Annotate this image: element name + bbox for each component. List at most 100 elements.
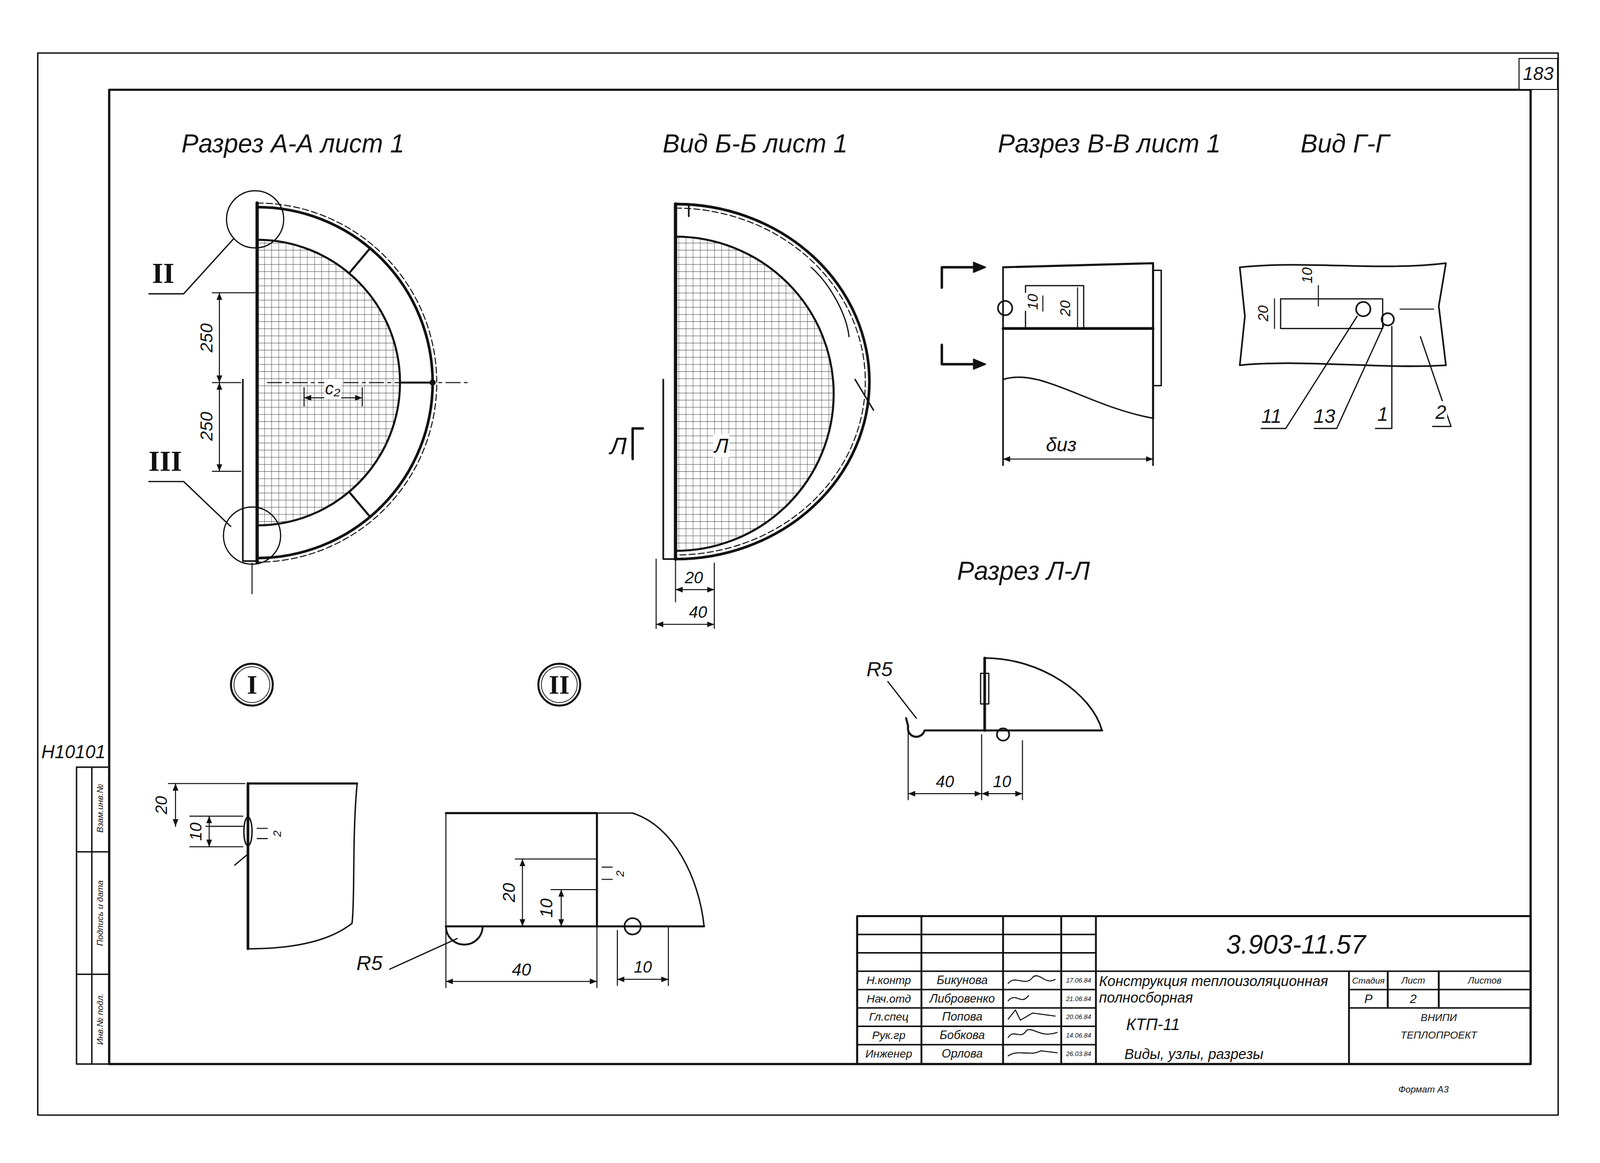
drawing-label: 40 [934,772,955,792]
drawing-label: Л [713,434,730,458]
section-l-l-part [908,793,982,795]
detail-one-part [256,828,267,839]
detail-circle: I [229,662,275,708]
detail-circle: II [536,662,582,708]
drawing-label: Формат А3 [1397,1084,1450,1096]
drawing-label: 10 [1024,292,1042,311]
drawing-label: 20 [499,882,520,904]
drawing-label: Л [608,431,628,460]
view-b-b-part [811,267,850,337]
drawing-label: 2 [1434,400,1448,424]
section-l-l-part [887,681,917,719]
drawing-label: R5 [355,951,384,976]
detail-one [168,783,358,950]
drawing-label: Орлова [940,1047,984,1061]
detail-two-part [560,889,562,927]
drawing-label: 10 [632,958,653,978]
section-l-l-part [980,673,989,704]
section-v-v-part [1003,458,1154,460]
title-block-part [921,916,1096,1065]
detail-one-part [246,783,249,950]
view-b-b-part [675,207,866,555]
drawing-label: 250 [196,410,217,442]
section-v-v-part [973,359,986,370]
sheet-number-box: 183 [1518,57,1559,90]
title-block-part [1008,1050,1058,1056]
view-b-b-part [663,379,676,559]
drawing-label: 11 [1260,405,1283,428]
detail-two-part [445,813,597,988]
drawing-label: Лист [1400,975,1427,986]
section-v-v-part [1077,287,1079,329]
section-v-v-part [1042,295,1044,312]
drawing-label: III [147,444,183,478]
detail-one-part [168,783,245,848]
section-a-a-part [226,190,284,248]
view-g-g-part [1420,336,1452,427]
circle-outline [233,666,270,703]
detail-two-part [445,813,597,927]
drawing-label: 17.06.84 [1065,976,1093,985]
sheet-frame-part [37,52,1559,1116]
drawing-label: 10 [1299,266,1316,285]
detail-two [389,813,705,988]
drawing-label: КТП-11 [1125,1015,1182,1035]
section-a-a-part [223,506,281,564]
view-b-b-part [675,589,715,591]
view-g-g-part [1356,301,1371,317]
section-v-v-part [1153,270,1162,386]
drawing-label: Гл.спец [867,1010,910,1024]
view-b-b-part [675,203,870,559]
drawing-label: 2 [1409,992,1419,1007]
drawing-label: 20 [683,568,704,588]
drawing-label: Разрез В-В лист 1 [996,128,1222,159]
detail-two-part [445,981,597,983]
drawing-label: Н10101 [40,741,107,763]
title-block-part [1349,989,1531,1009]
section-v-v-part [1003,377,1154,419]
drawing-label: Взам.инв.№ [94,782,105,834]
view-g-g-part [1239,263,1446,367]
title-block-part [1008,975,1056,984]
view-g-g-part [1375,326,1393,429]
sheet-frame-part [76,767,109,1065]
drawing-label: Рук.гр [871,1029,907,1043]
section-a-a-part [148,481,231,527]
drawing-label: R5 [865,657,894,682]
drawing-label: 20.06.84 [1065,1013,1093,1022]
detail-one-part [208,816,210,847]
drawing-label: II [150,256,176,290]
detail-one-part [243,817,252,846]
sheet-number: 183 [1523,63,1554,84]
section-v-v-part [1003,267,1154,466]
section-a-a [148,190,470,594]
section-a-a-part [148,238,234,294]
drawing-label: 10 [992,772,1013,792]
view-b-b-part [855,379,874,410]
section-a-a-part [212,292,256,472]
drawing-label: 2 [613,869,627,878]
drawing-label: 14.06.84 [1065,1032,1093,1040]
drawing-label: Инв.№ подл. [94,992,105,1047]
drawing-label: 3.903-11.57 [1225,929,1367,961]
title-block-part [857,934,1531,1045]
drawing-label: 1 [1376,402,1390,426]
detail-one-part [174,783,176,827]
view-b-b-part [673,203,678,559]
section-l-l-part [984,658,1103,731]
drawing-label: Н.контр [865,974,913,988]
section-v-v-part [973,262,986,273]
drawing-label: 20 [1255,304,1272,323]
view-g-g-part [1400,308,1434,310]
detail-two-part [445,926,483,945]
detail-one-part [247,782,357,785]
drawing-label: Вид Г-Г [1299,128,1391,159]
detail-two-part [521,859,523,927]
title-block-part [1008,1029,1058,1038]
detail-number: II [548,670,570,700]
drawing-label: Виды, узлы, разрезы [1123,1045,1265,1063]
drawing-label: 40 [510,960,533,981]
view-g-g-part [1381,313,1394,326]
